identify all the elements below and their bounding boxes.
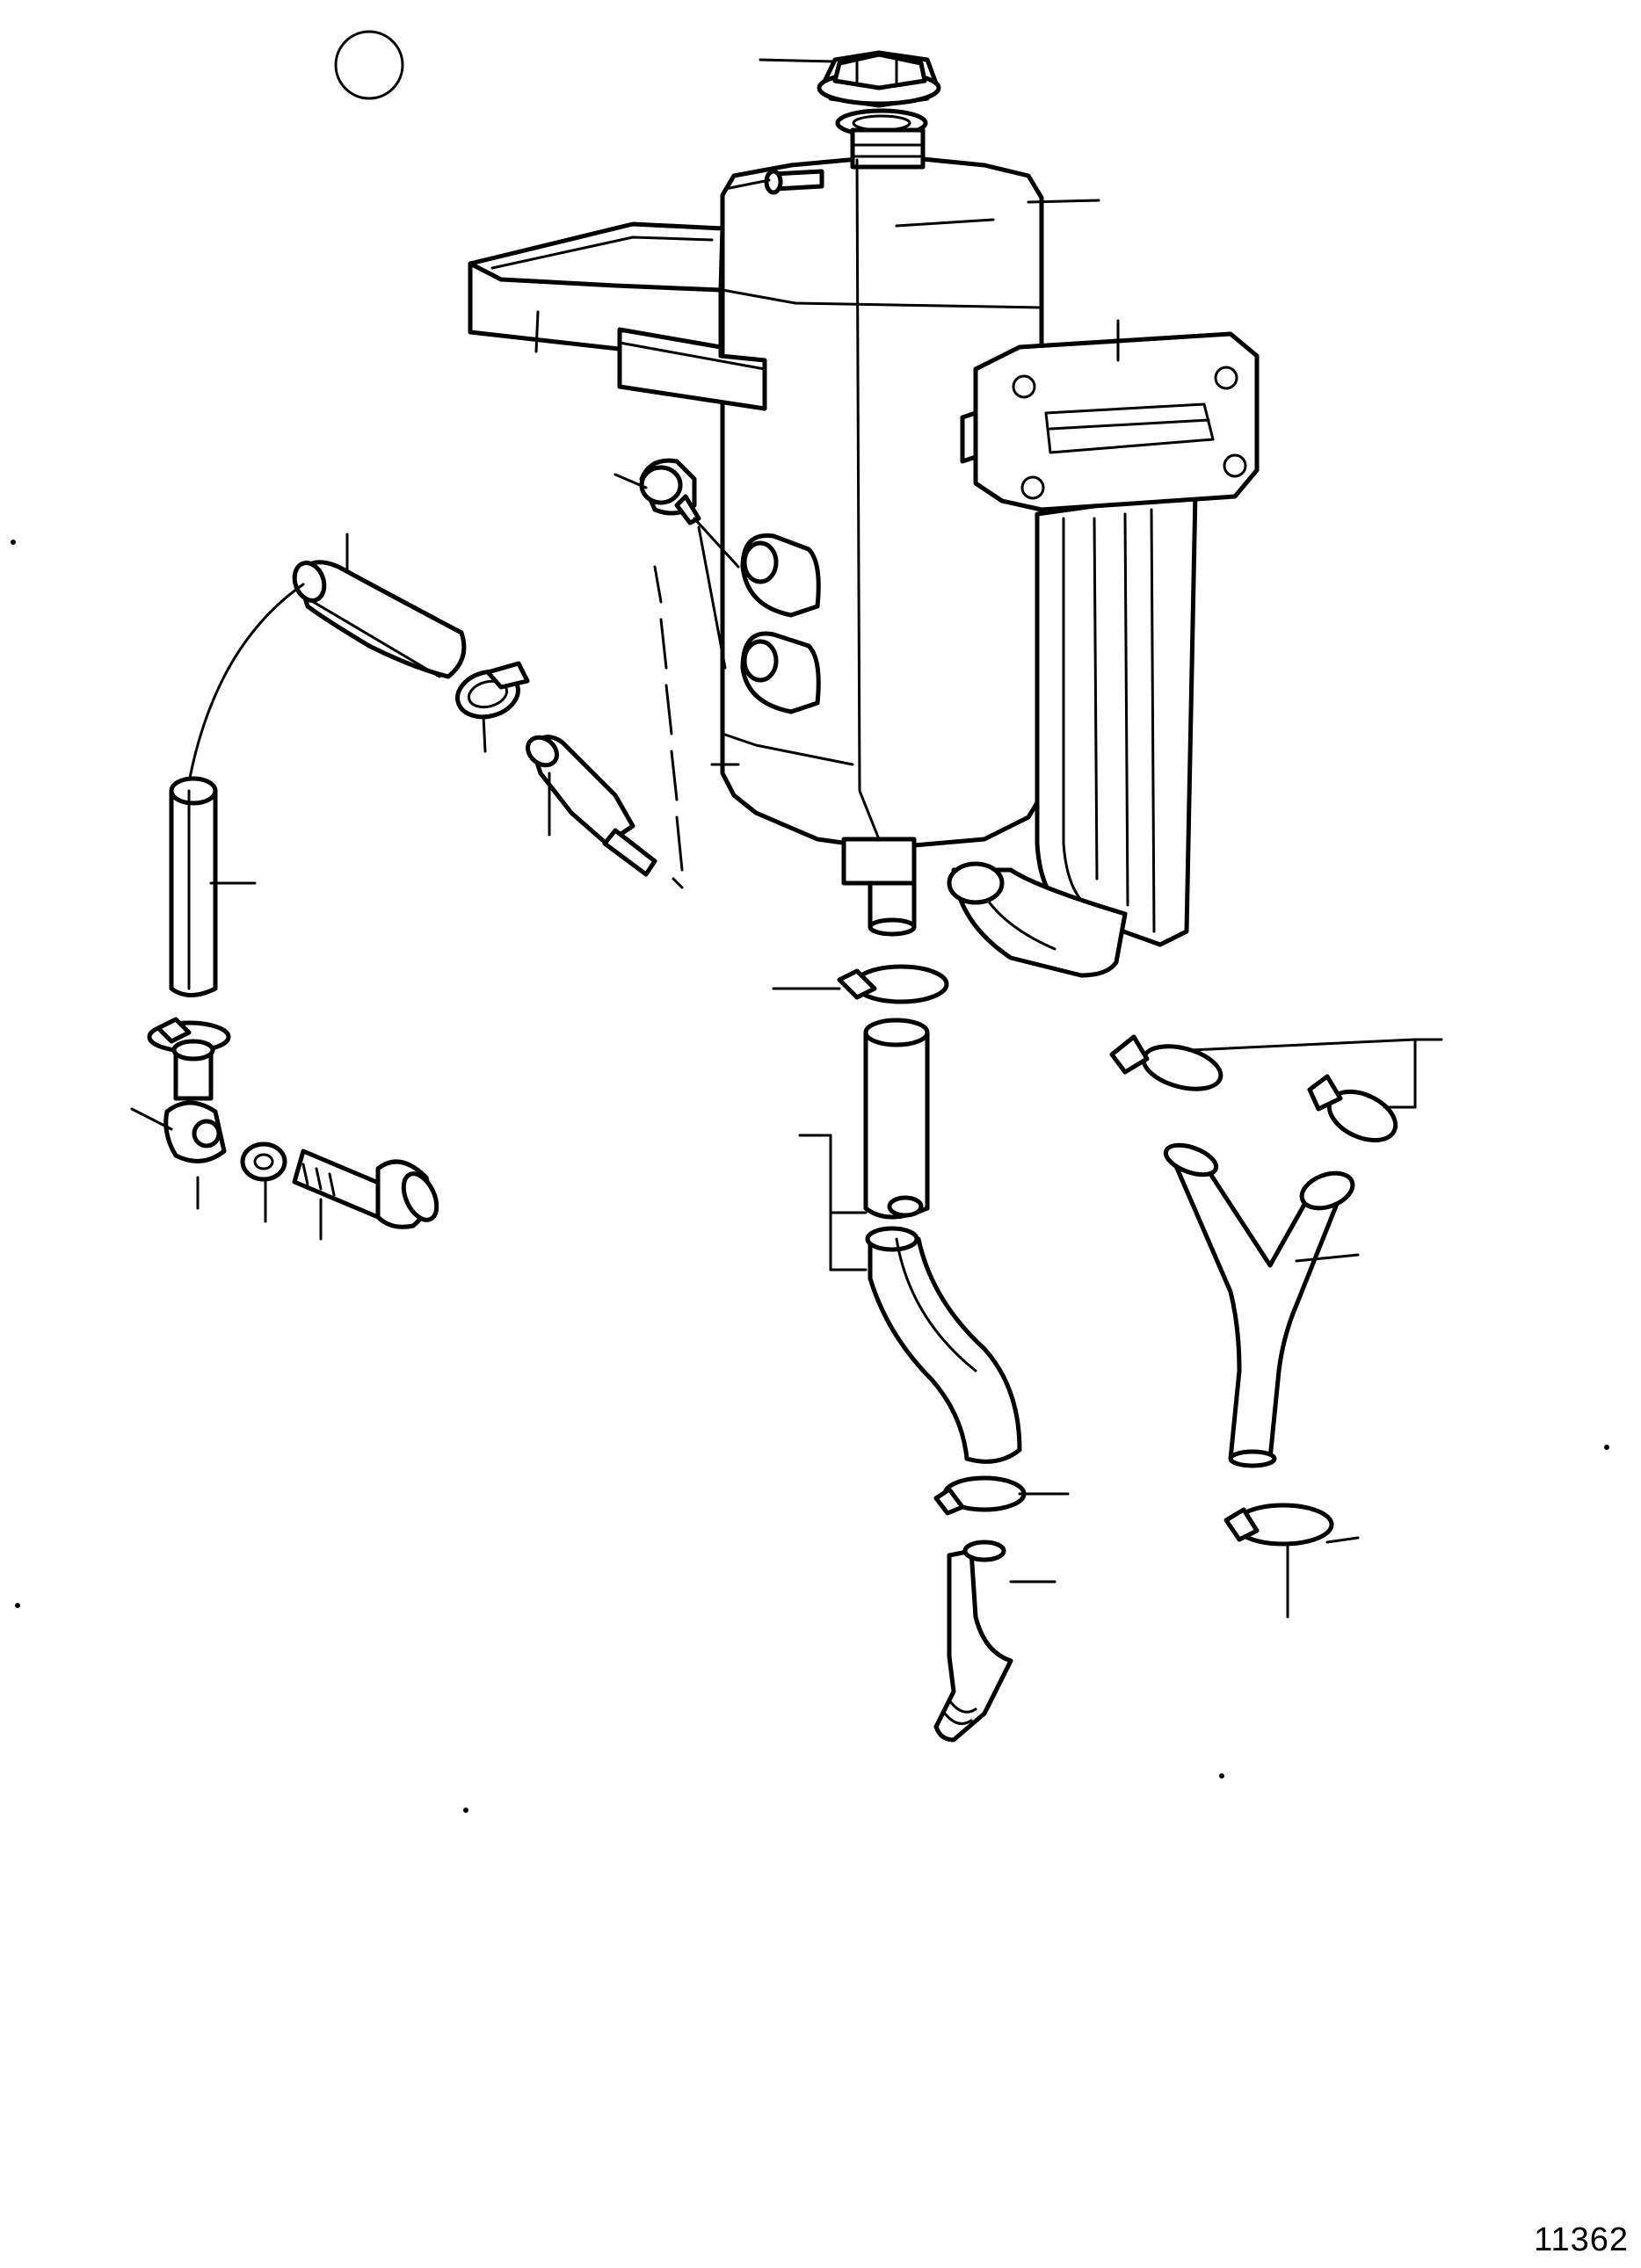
connector-arc [187, 583, 305, 784]
cooler-tubes [947, 489, 1198, 978]
leader-lines [130, 58, 1443, 1619]
filler-cap [817, 50, 941, 108]
banjo-bolt [292, 1148, 439, 1229]
bent-hose-upper [292, 560, 467, 679]
hose-nipple [526, 735, 657, 877]
expansion-tank [720, 127, 1044, 937]
hose-clamp-upper [455, 661, 530, 720]
hose-clamp-y-left [1109, 1034, 1223, 1091]
hose-clamp-center-bottom [933, 1475, 1027, 1516]
bent-hose-center [865, 1226, 1022, 1464]
marker-circle [334, 30, 404, 100]
elbow-nipple [933, 1540, 1013, 1743]
sealing-washer [240, 1141, 287, 1182]
figure-reference-number: 11362 [1534, 2221, 1629, 2258]
assembly-dash-line [653, 565, 684, 889]
straight-hose [169, 776, 218, 997]
mounting-bracket [468, 221, 767, 411]
y-pipe [1163, 1142, 1355, 1468]
straight-hose-center [863, 1018, 930, 1220]
hose-clamp-y-right [1307, 1074, 1398, 1143]
hose-clamp-center-top [837, 964, 949, 1004]
hose-clamp-y-bottom [1223, 1503, 1334, 1547]
scan-specks [11, 540, 1609, 1813]
banjo-fitting [163, 1039, 227, 1163]
cooler-cover [960, 331, 1260, 512]
drain-plug [639, 458, 701, 525]
